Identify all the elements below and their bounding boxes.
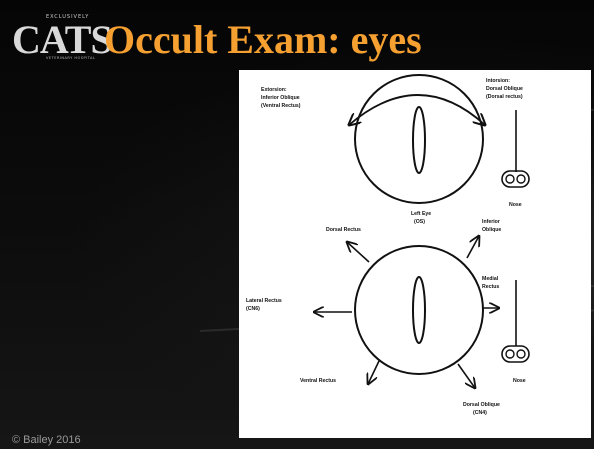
cats-logo: EXCLUSIVELY CATS VETERINARY HOSPITAL [6, 6, 94, 68]
intorsion-secondary: (Dorsal rectus) [486, 94, 523, 100]
bottom-nostril-right [517, 350, 525, 358]
top-nose-label: Nose [509, 202, 522, 208]
eye-pupil [413, 277, 425, 343]
nostril-left [506, 175, 514, 183]
eye-outline [355, 246, 483, 374]
extorsion-muscle: Inferior Oblique [261, 95, 300, 101]
extorsion-secondary: (Ventral Rectus) [261, 103, 301, 109]
eye-muscle-diagram: Extorsion: Inferior Oblique (Ventral Rec… [239, 70, 591, 438]
intorsion-title: Intorsion: [486, 78, 510, 84]
lateral-rectus-label: Lateral Rectus [246, 298, 282, 304]
nostril-right [517, 175, 525, 183]
bottom-nostril-left [506, 350, 514, 358]
bottom-eye-diagram: Dorsal Rectus Inferior Oblique Medial Re… [246, 219, 529, 416]
top-eye-diagram: Extorsion: Inferior Oblique (Ventral Rec… [261, 75, 529, 225]
extorsion-title: Extorsion: [261, 87, 287, 93]
left-eye-os-label: (OS) [414, 219, 425, 225]
dorsal-oblique-arrow [458, 364, 475, 388]
dorsal-oblique-label: Dorsal Oblique [463, 402, 500, 408]
dorsal-rectus-arrow [347, 242, 369, 262]
slide-title: Occult Exam: eyes [104, 16, 422, 64]
left-eye-pupil [413, 107, 425, 173]
intorsion-muscle: Dorsal Oblique [486, 86, 523, 92]
dorsal-rectus-label: Dorsal Rectus [326, 227, 361, 233]
dorsal-oblique-cn-label: (CN4) [473, 410, 487, 416]
left-eye-label: Left Eye [411, 211, 431, 217]
logo-brand: CATS [12, 20, 112, 60]
diagram-canvas: Extorsion: Inferior Oblique (Ventral Rec… [239, 70, 591, 438]
inferior-oblique-arrow [467, 236, 479, 258]
ventral-rectus-label: Ventral Rectus [300, 378, 336, 384]
copyright-footer: © Bailey 2016 [12, 434, 81, 446]
logo-sub-text: VETERINARY HOSPITAL [46, 56, 102, 60]
ventral-rectus-arrow [368, 361, 379, 384]
medial-rectus-label: Rectus [482, 284, 499, 290]
inferior-oblique-label: Oblique [482, 227, 501, 233]
lateral-rectus-cn-label: (CN6) [246, 306, 260, 312]
inferior-label: Inferior [482, 219, 500, 225]
medial-label: Medial [482, 276, 499, 282]
bottom-nose-label: Nose [513, 378, 526, 384]
